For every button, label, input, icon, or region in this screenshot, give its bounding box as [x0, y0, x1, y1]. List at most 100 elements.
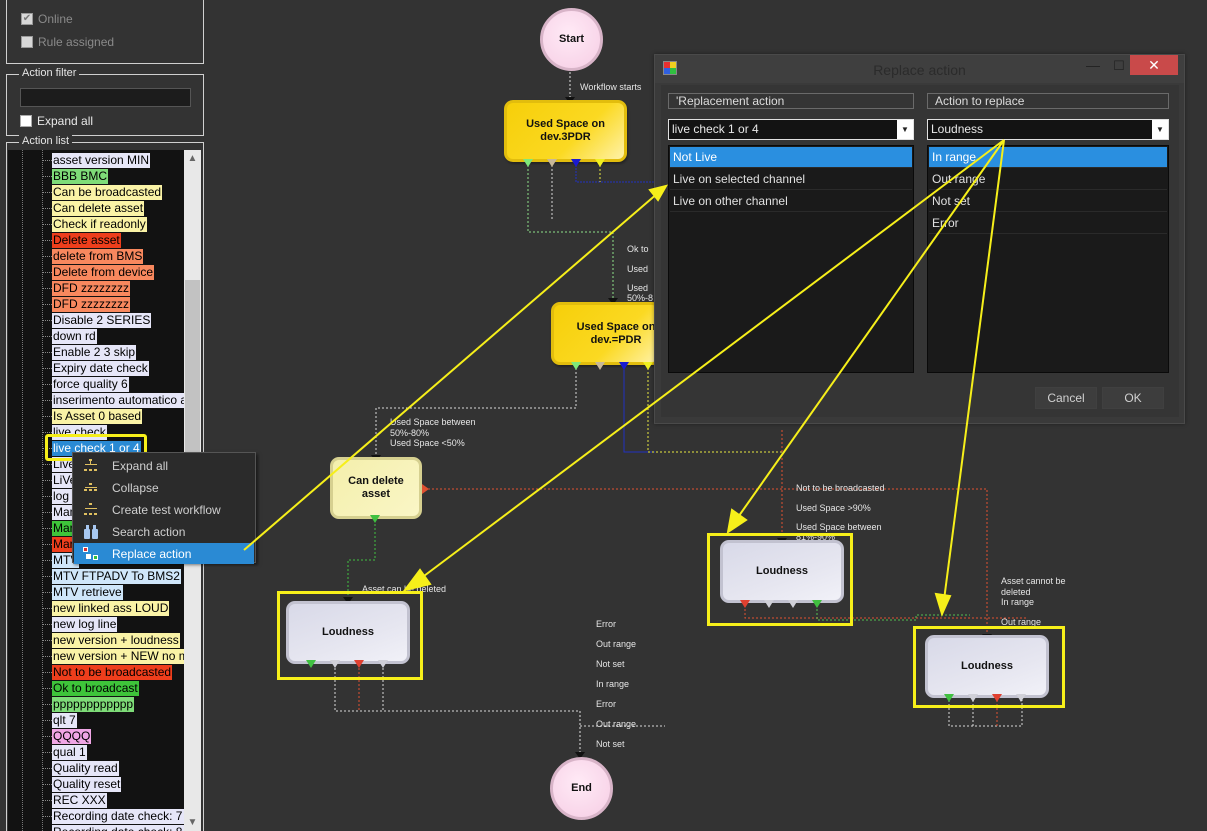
scroll-up-icon[interactable]: ▲: [187, 153, 198, 164]
replace-output-item[interactable]: Out range: [929, 169, 1167, 190]
action-list-item[interactable]: MTV retrieve: [8, 584, 184, 600]
port-blue-icon[interactable]: [571, 159, 581, 167]
action-filter-input[interactable]: [20, 88, 191, 107]
connection-label: Error: [596, 619, 616, 629]
create-test-workflow-menu-item[interactable]: Create test workflow: [74, 499, 254, 520]
action-list-item[interactable]: qlt 7: [8, 712, 184, 728]
action-list-item[interactable]: delete from BMS: [8, 248, 184, 264]
port-red-icon[interactable]: [992, 694, 1002, 702]
action-list-item[interactable]: DFD zzzzzzzz: [8, 280, 184, 296]
online-checkbox[interactable]: ✔ Online: [21, 12, 73, 26]
action-list-item[interactable]: Expiry date check: [8, 360, 184, 376]
replacement-output-item[interactable]: Live on other channel: [670, 191, 912, 212]
port-green-icon[interactable]: [944, 694, 954, 702]
action-list-item[interactable]: Is Asset 0 based: [8, 408, 184, 424]
action-list-item[interactable]: Delete asset: [8, 232, 184, 248]
action-list-item[interactable]: pppppppppppp: [8, 696, 184, 712]
loudness-node-1[interactable]: Loudness: [286, 601, 410, 664]
action-list-item[interactable]: Recording date check: 8 da: [8, 824, 184, 831]
action-list-item[interactable]: Not to be broadcasted: [8, 664, 184, 680]
action-list-item[interactable]: qual 1: [8, 744, 184, 760]
port-grey-icon[interactable]: [1016, 694, 1026, 702]
action-list-item[interactable]: new log line: [8, 616, 184, 632]
scroll-thumb[interactable]: [185, 280, 200, 500]
port-tan-icon[interactable]: [547, 159, 557, 167]
action-list-item[interactable]: Enable 2 3 skip: [8, 344, 184, 360]
port-grey-icon[interactable]: [764, 600, 774, 608]
port-grey-icon[interactable]: [378, 660, 388, 668]
port-yellow-icon[interactable]: [595, 159, 605, 167]
port-red-icon[interactable]: [422, 484, 429, 494]
port-green-icon[interactable]: [523, 159, 533, 167]
dialog-titlebar[interactable]: Replace action — ☐ ✕: [655, 55, 1184, 83]
port-tan-icon[interactable]: [595, 362, 605, 370]
action-to-replace-combo[interactable]: Loudness ▼: [927, 119, 1169, 140]
port-red-icon[interactable]: [354, 660, 364, 668]
port-grey-icon[interactable]: [330, 660, 340, 668]
close-button[interactable]: ✕: [1130, 55, 1178, 75]
expand-all-menu-item[interactable]: Expand all: [74, 455, 254, 476]
action-list-item[interactable]: DFD zzzzzzzz: [8, 296, 184, 312]
scroll-down-icon[interactable]: ▼: [187, 817, 198, 828]
action-list-item[interactable]: Quality read: [8, 760, 184, 776]
tree-connector: [42, 256, 52, 257]
dropdown-arrow-icon[interactable]: ▼: [1152, 120, 1168, 139]
action-list-item[interactable]: Quality reset: [8, 776, 184, 792]
action-list-item[interactable]: Recording date check: 7 da: [8, 808, 184, 824]
action-list-item[interactable]: Delete from device: [8, 264, 184, 280]
port-grey-icon[interactable]: [788, 600, 798, 608]
port-green-icon[interactable]: [370, 515, 380, 523]
replacement-output-item[interactable]: Not Live: [670, 147, 912, 168]
action-list-item[interactable]: down rd: [8, 328, 184, 344]
action-list-item[interactable]: Can be broadcasted: [8, 184, 184, 200]
app-icon: [663, 61, 677, 75]
connection-label: deleted: [1001, 587, 1031, 597]
action-list-item[interactable]: new version + NEW no med: [8, 648, 184, 664]
rule-assigned-checkbox[interactable]: Rule assigned: [21, 35, 114, 49]
start-node[interactable]: Start: [540, 8, 603, 71]
expand-all-checkbox[interactable]: Expand all: [20, 114, 93, 128]
port-green-icon[interactable]: [571, 362, 581, 370]
action-list-item[interactable]: Can delete asset: [8, 200, 184, 216]
ok-button[interactable]: OK: [1102, 387, 1164, 409]
action-list-item[interactable]: LiVe: [8, 472, 184, 488]
dropdown-arrow-icon[interactable]: ▼: [897, 120, 913, 139]
replacement-action-combo[interactable]: live check 1 or 4 ▼: [668, 119, 914, 140]
tree-connector: [42, 544, 52, 545]
action-list-item[interactable]: Check if readonly: [8, 216, 184, 232]
port-red-icon[interactable]: [740, 600, 750, 608]
port-yellow-icon[interactable]: [643, 362, 653, 370]
replacement-output-item[interactable]: Live on selected channel: [670, 169, 912, 190]
port-blue-icon[interactable]: [619, 362, 629, 370]
action-list-item[interactable]: REC XXX: [8, 792, 184, 808]
action-list-item[interactable]: BBB BMC: [8, 168, 184, 184]
action-list-item[interactable]: Man: [8, 504, 184, 520]
replace-output-item[interactable]: Not set: [929, 191, 1167, 212]
collapse-menu-item[interactable]: Collapse: [74, 477, 254, 498]
action-list-item[interactable]: live check 1 or 4: [8, 440, 184, 456]
port-green-icon[interactable]: [306, 660, 316, 668]
end-node[interactable]: End: [550, 757, 613, 820]
action-list-item[interactable]: QQQQ: [8, 728, 184, 744]
port-grey-icon[interactable]: [968, 694, 978, 702]
action-list-item[interactable]: Ok to broadcast: [8, 680, 184, 696]
loudness-node-3[interactable]: Loudness: [925, 635, 1049, 698]
minimize-button[interactable]: —: [1086, 57, 1100, 73]
search-action-menu-item[interactable]: Search action: [74, 521, 254, 542]
maximize-button[interactable]: ☐: [1113, 58, 1125, 73]
action-list-item[interactable]: new linked ass LOUD: [8, 600, 184, 616]
replace-action-menu-item[interactable]: Replace action: [74, 543, 254, 564]
port-green-icon[interactable]: [812, 600, 822, 608]
action-list-item[interactable]: inserimento automatico asse: [8, 392, 184, 408]
action-list-item[interactable]: MTV FTPADV To BMS2: [8, 568, 184, 584]
action-list-item[interactable]: new version + loudness: [8, 632, 184, 648]
cancel-button[interactable]: Cancel: [1035, 387, 1097, 409]
action-list-item[interactable]: asset version MIN: [8, 152, 184, 168]
replace-output-item[interactable]: In range: [929, 147, 1167, 168]
replace-output-item[interactable]: Error: [929, 213, 1167, 234]
action-list-item[interactable]: force quality 6: [8, 376, 184, 392]
action-list-item[interactable]: Disable 2 SERIES: [8, 312, 184, 328]
